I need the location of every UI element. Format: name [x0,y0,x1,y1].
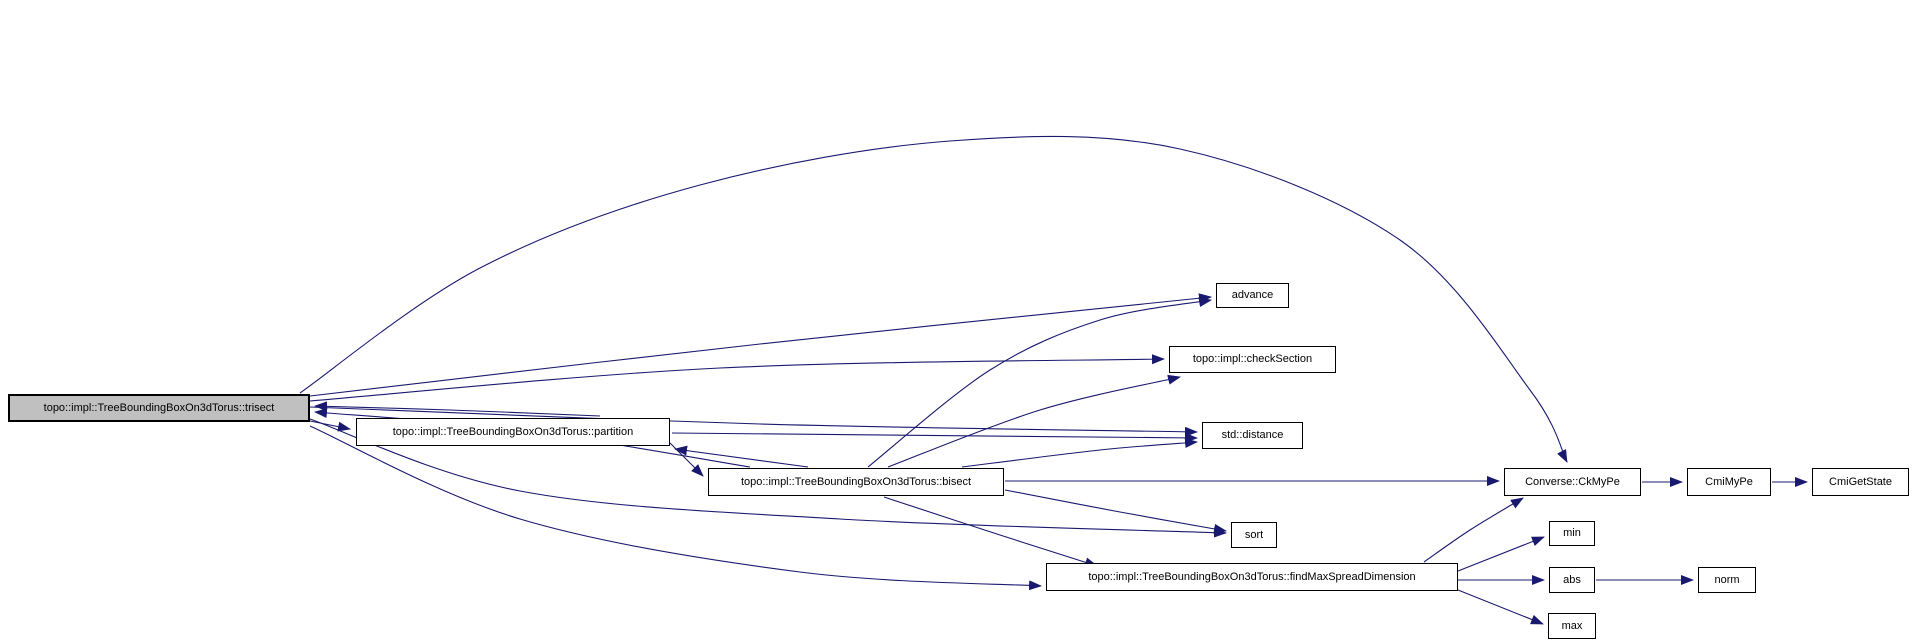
graph-node-findMaxSpreadDimension[interactable]: topo::impl::TreeBoundingBoxOn3dTorus::fi… [1046,563,1458,591]
graph-node-trisect[interactable]: topo::impl::TreeBoundingBoxOn3dTorus::tr… [8,394,310,422]
graph-node-label: norm [1714,573,1740,586]
graph-node-label: abs [1563,573,1581,586]
call-edge-trisect-to-checkSection [309,354,1165,402]
call-edge-trisect-to-findMaxSpreadDimension [309,425,1042,591]
call-edge-findMaxSpreadDimension-to-min [1457,536,1545,572]
graph-node-CmiMyPe[interactable]: CmiMyPe [1687,468,1771,496]
graph-node-CmiGetState[interactable]: CmiGetState [1812,468,1909,496]
graph-node-min[interactable]: min [1549,521,1595,546]
graph-node-distance[interactable]: std::distance [1202,422,1303,449]
graph-node-max[interactable]: max [1548,613,1596,639]
call-edge-trisect-to-CkMyPe [299,135,1568,463]
graph-node-norm[interactable]: norm [1698,567,1756,593]
call-edge-partition-to-trisect [314,401,601,417]
graph-node-label: sort [1244,528,1264,541]
graph-node-label: min [1563,527,1581,539]
call-edge-bisect-to-distance [961,438,1198,468]
graph-node-label: advance [1231,289,1274,301]
graph-node-label: topo::impl::TreeBoundingBoxOn3dTorus::fi… [1088,570,1416,583]
call-edge-findMaxSpreadDimension-to-max [1457,589,1544,625]
graph-node-sort[interactable]: sort [1231,522,1277,548]
call-edge-trisect-to-distance [309,406,1198,437]
call-edge-bisect-to-advance [867,297,1212,468]
graph-node-label: CmiMyPe [1705,475,1753,488]
call-edge-partition-to-bisect [669,442,704,477]
call-edge-trisect-to-sort [309,418,1227,538]
graph-node-checkSection[interactable]: topo::impl::checkSection [1169,346,1336,373]
call-edge-bisect-to-checkSection [887,374,1181,468]
call-edge-bisect-to-sort [1004,489,1227,534]
graph-node-label: topo::impl::TreeBoundingBoxOn3dTorus::pa… [392,425,634,438]
graph-node-label: std::distance [1221,429,1284,441]
call-edge-bisect-to-partition [674,445,809,468]
graph-node-abs[interactable]: abs [1549,567,1595,593]
call-edge-bisect-to-findMaxSpreadDimension [883,496,1098,568]
graph-node-advance[interactable]: advance [1216,283,1289,308]
graph-node-label: topo::impl::TreeBoundingBoxOn3dTorus::tr… [43,401,275,414]
call-edge-trisect-to-partition [309,420,351,432]
graph-node-partition[interactable]: topo::impl::TreeBoundingBoxOn3dTorus::pa… [356,418,670,446]
call-edge-partition-to-distance [671,432,1198,443]
graph-node-label: topo::impl::checkSection [1192,353,1313,365]
graph-node-label: CmiGetState [1829,475,1892,488]
graph-node-label: topo::impl::TreeBoundingBoxOn3dTorus::bi… [740,475,972,488]
graph-node-label: Converse::CkMyPe [1525,475,1620,488]
call-edge-trisect-to-advance [309,293,1212,397]
graph-node-label: max [1561,619,1583,632]
call-edge-findMaxSpreadDimension-to-CkMyPe [1423,497,1524,563]
graph-node-CkMyPe[interactable]: Converse::CkMyPe [1504,468,1641,496]
graph-node-bisect[interactable]: topo::impl::TreeBoundingBoxOn3dTorus::bi… [708,468,1004,496]
